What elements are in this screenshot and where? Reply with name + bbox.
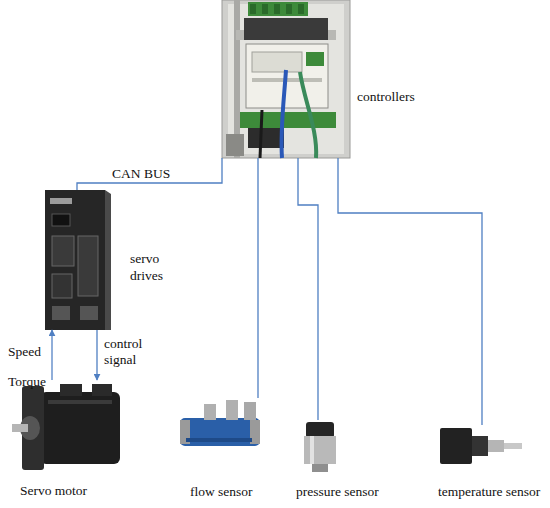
servo-drive-photo xyxy=(45,190,111,330)
signal-label: control signal xyxy=(104,336,150,368)
device-label: temperature sensor xyxy=(438,483,540,500)
pressure-sensor-photo xyxy=(304,422,336,472)
device-node: temperature sensor xyxy=(438,425,523,470)
temperature-sensor-photo xyxy=(440,428,522,464)
device-label: controllers xyxy=(357,88,415,105)
flow-sensor-photo xyxy=(180,400,260,446)
servo-motor-photo xyxy=(12,384,120,470)
signal-wire xyxy=(298,158,318,420)
device-node: flow sensor xyxy=(176,398,262,453)
device-node: Servo motor xyxy=(15,380,120,472)
device-node: pressure sensor xyxy=(298,420,342,472)
signal-wire xyxy=(338,158,482,425)
signal-label: Speed Torque xyxy=(8,337,50,397)
controller-photo xyxy=(222,0,350,158)
signal-wire xyxy=(257,158,258,398)
device-label: Servo motor xyxy=(20,482,87,499)
device-node: servo drives xyxy=(45,190,111,330)
signal-wire xyxy=(51,330,52,380)
device-label: servo drives xyxy=(130,250,176,284)
signal-label: CAN BUS xyxy=(112,165,170,182)
device-label: pressure sensor xyxy=(296,483,379,500)
device-node: controllers xyxy=(222,0,350,158)
signal-wire xyxy=(96,330,97,380)
device-label: flow sensor xyxy=(190,483,253,500)
signal-wire xyxy=(77,158,222,190)
